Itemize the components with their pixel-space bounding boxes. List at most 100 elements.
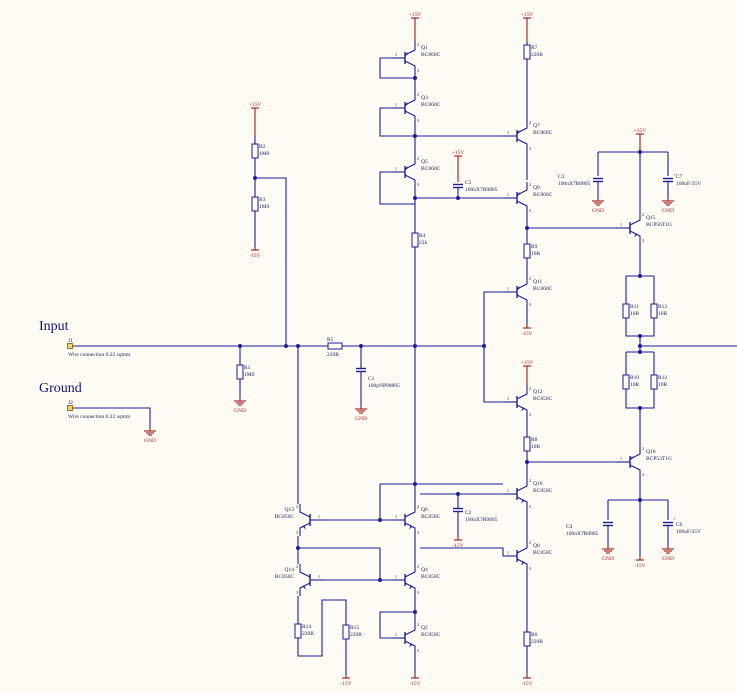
transistor-part: BC860C (421, 52, 441, 58)
pin-number: 3 (417, 68, 420, 73)
emitter-arrow (521, 561, 524, 566)
resistor-body (523, 44, 531, 60)
pin-number: 3 (417, 648, 420, 653)
pin-number: 1 (507, 550, 510, 555)
upper-lead (404, 504, 416, 518)
resistor-ref: R1 (244, 365, 251, 371)
supply-label: -15V (521, 331, 532, 337)
transistor-part: BC860C (533, 130, 553, 136)
lower-lead (404, 522, 416, 536)
transistor-ref: Q1 (421, 45, 428, 51)
resistor-value: 22k (419, 240, 428, 246)
resistor-ref: R15 (350, 625, 359, 631)
pin-number: 3 (529, 208, 532, 213)
pin-number: 1 (395, 632, 398, 637)
resistor-ref: R12 (658, 375, 667, 381)
transistor-part: BC860C (421, 102, 441, 108)
pin-number: 2 (529, 478, 532, 483)
transistor-ref: Q7 (533, 123, 540, 129)
capacitor-value: 100nX7R0805 (465, 517, 498, 523)
upper-lead (516, 540, 528, 554)
wire (379, 57, 415, 79)
resistor-body (236, 364, 244, 380)
wire (625, 322, 655, 337)
junction-dot (413, 610, 417, 614)
transistor-part: BC850C (275, 514, 295, 520)
pin-number: 2 (529, 540, 532, 545)
lower-lead (516, 138, 528, 152)
positive-supply-symbol: +15V (249, 102, 262, 112)
pin-number: 2 (642, 446, 645, 451)
emitter-arrow (303, 585, 306, 590)
transistor-ref: Q4 (421, 567, 428, 573)
pin-number: 1 (318, 514, 321, 519)
transistor-ref: Q3 (421, 95, 428, 101)
resistor-body (523, 436, 531, 452)
resistor-value: 10R (531, 251, 541, 257)
upper-lead (516, 386, 528, 400)
lower-lead (404, 174, 416, 188)
pin-number: 2 (642, 212, 645, 217)
resistor-value: 10R (630, 311, 640, 317)
pin-number: 1 (507, 192, 510, 197)
resistor-value: 220R (302, 631, 314, 637)
transistor-part: BC850C (421, 574, 441, 580)
resistor-value: 220R (350, 632, 362, 638)
resistor-ref: R11 (630, 304, 639, 310)
pin-number: 1 (395, 574, 398, 579)
resistor-body (294, 623, 302, 639)
polarity-mark: + (673, 516, 676, 521)
pin-number: 2 (417, 504, 420, 509)
wire (379, 484, 391, 521)
transistor-part: BC850C (533, 488, 553, 494)
resistor-body (622, 303, 630, 319)
resistor-ref: R3 (259, 197, 266, 203)
pin-number: 2 (296, 504, 299, 509)
supply-label: +15V (521, 12, 534, 18)
upper-lead (404, 156, 416, 170)
lower-lead (404, 582, 416, 596)
capacitor-value: 100uF/35V (676, 181, 701, 187)
negative-supply-symbol: -15V (521, 674, 533, 687)
resistor-ref: R9 (531, 244, 538, 250)
negative-supply-symbol: -15V (340, 674, 352, 687)
lower-lead (299, 582, 311, 596)
connector-ref: J1 (68, 338, 73, 344)
upper-lead (516, 478, 528, 492)
ground-label: GND (602, 556, 614, 562)
transistor-ref: Q14 (285, 567, 295, 573)
transistor-part: BC860C (421, 166, 441, 172)
transistor-part: BCP56T1G (646, 222, 672, 228)
capacitor-value: 100nX7R0805 (558, 181, 591, 187)
transistor-ref: Q8 (533, 543, 540, 549)
resistor-ref: R4 (419, 233, 426, 239)
supply-label: +15V (249, 102, 262, 108)
emitter-arrow (521, 499, 524, 504)
positive-supply-symbol: +15V (452, 150, 464, 160)
transistor-ref: Q11 (533, 279, 543, 285)
positive-supply-symbol: +15V (521, 12, 534, 22)
lower-lead (629, 464, 641, 478)
negative-supply-symbol: -15V (452, 536, 464, 549)
connector-ref: J2 (68, 400, 73, 406)
capacitor-value: 100uF/35V (676, 529, 701, 535)
positive-supply-symbol: +15V (521, 360, 533, 370)
